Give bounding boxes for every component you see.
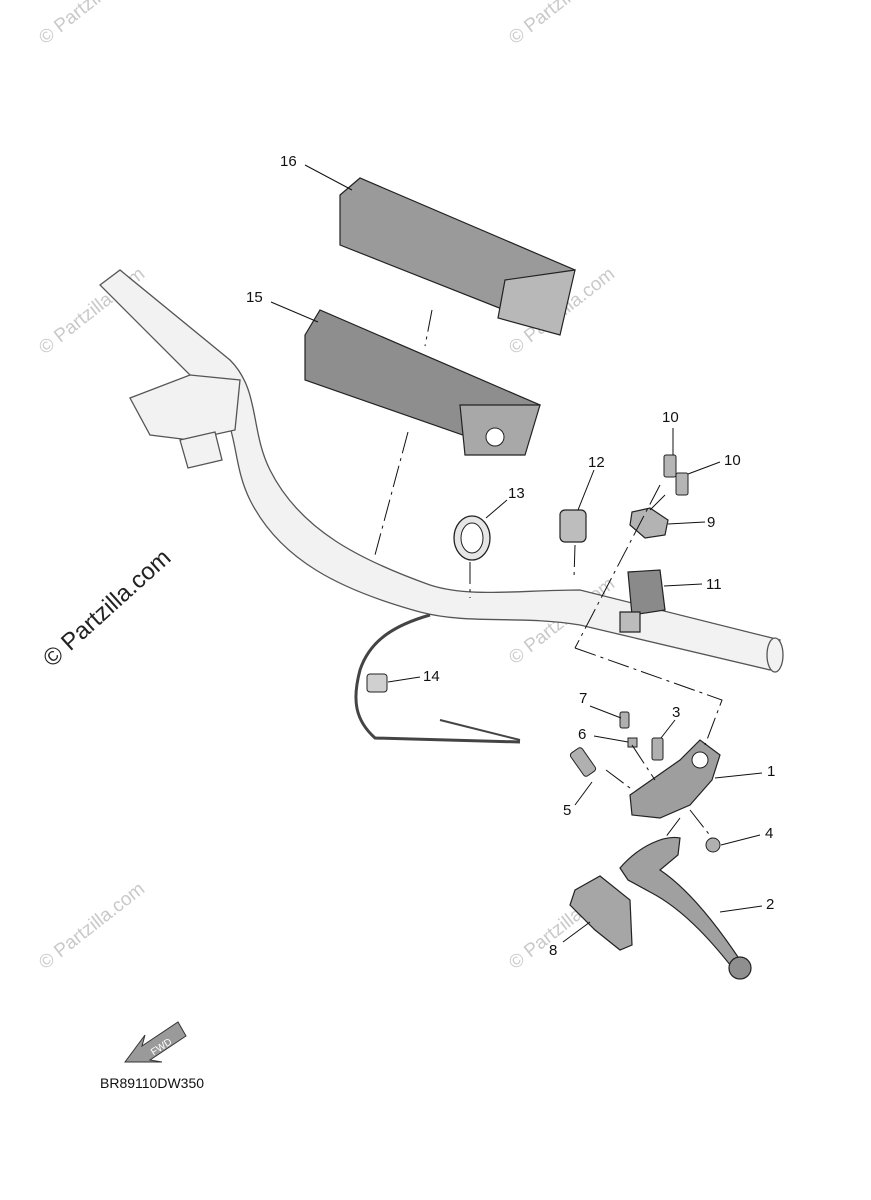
leader-lines bbox=[270, 164, 763, 943]
callout-15: 15 bbox=[246, 289, 263, 306]
callout-7: 7 bbox=[579, 690, 587, 707]
part-12-clamp bbox=[559, 509, 587, 543]
callout-4: 4 bbox=[765, 825, 773, 842]
callout-2: 2 bbox=[766, 896, 774, 913]
part-2-lever bbox=[619, 836, 752, 980]
callout-13: 13 bbox=[508, 485, 525, 502]
assembly-lines bbox=[374, 309, 723, 839]
part-5-adjuster bbox=[569, 747, 597, 777]
watermark-main: © Partzilla.com bbox=[38, 544, 176, 672]
callout-3: 3 bbox=[672, 704, 680, 721]
watermark: © Partzilla.com bbox=[35, 0, 149, 49]
callout-12: 12 bbox=[588, 454, 605, 471]
watermark-layer: © Partzilla.com © Partzilla.com © Partzi… bbox=[35, 0, 619, 974]
watermark: © Partzilla.com bbox=[505, 0, 619, 49]
part-10-bolts bbox=[663, 454, 689, 496]
fwd-arrow: FWD bbox=[124, 1021, 187, 1063]
callout-11: 11 bbox=[706, 576, 722, 593]
callout-16: 16 bbox=[280, 153, 297, 170]
watermark: © Partzilla.com bbox=[35, 879, 149, 974]
part-9-holder bbox=[629, 507, 669, 539]
callout-6: 6 bbox=[578, 726, 586, 743]
part-16-handlebar-pad bbox=[339, 177, 576, 336]
handlebar bbox=[99, 269, 784, 673]
part-15-handlebar-pad bbox=[304, 309, 541, 456]
callout-9: 9 bbox=[707, 514, 715, 531]
part-3-bolt bbox=[651, 737, 664, 761]
diagram-code: BR89110DW350 bbox=[100, 1075, 204, 1091]
part-7-screw bbox=[619, 711, 630, 729]
callout-10: 10 bbox=[662, 409, 679, 426]
part-1-lever-holder bbox=[629, 739, 721, 819]
callout-5: 5 bbox=[563, 802, 571, 819]
part-6-nut bbox=[627, 737, 638, 748]
part-14-cable bbox=[354, 613, 521, 744]
part-4-nut bbox=[705, 837, 721, 853]
callout-10: 10 bbox=[724, 452, 741, 469]
callout-14: 14 bbox=[423, 668, 440, 685]
callout-1: 1 bbox=[767, 763, 775, 780]
part-13-band bbox=[453, 515, 491, 561]
part-8-cover bbox=[569, 875, 633, 951]
part-11-switch bbox=[619, 569, 666, 633]
callout-8: 8 bbox=[549, 942, 557, 959]
callout-labels: 16 15 10 10 12 13 9 11 14 7 3 6 1 5 4 2 … bbox=[246, 153, 775, 959]
